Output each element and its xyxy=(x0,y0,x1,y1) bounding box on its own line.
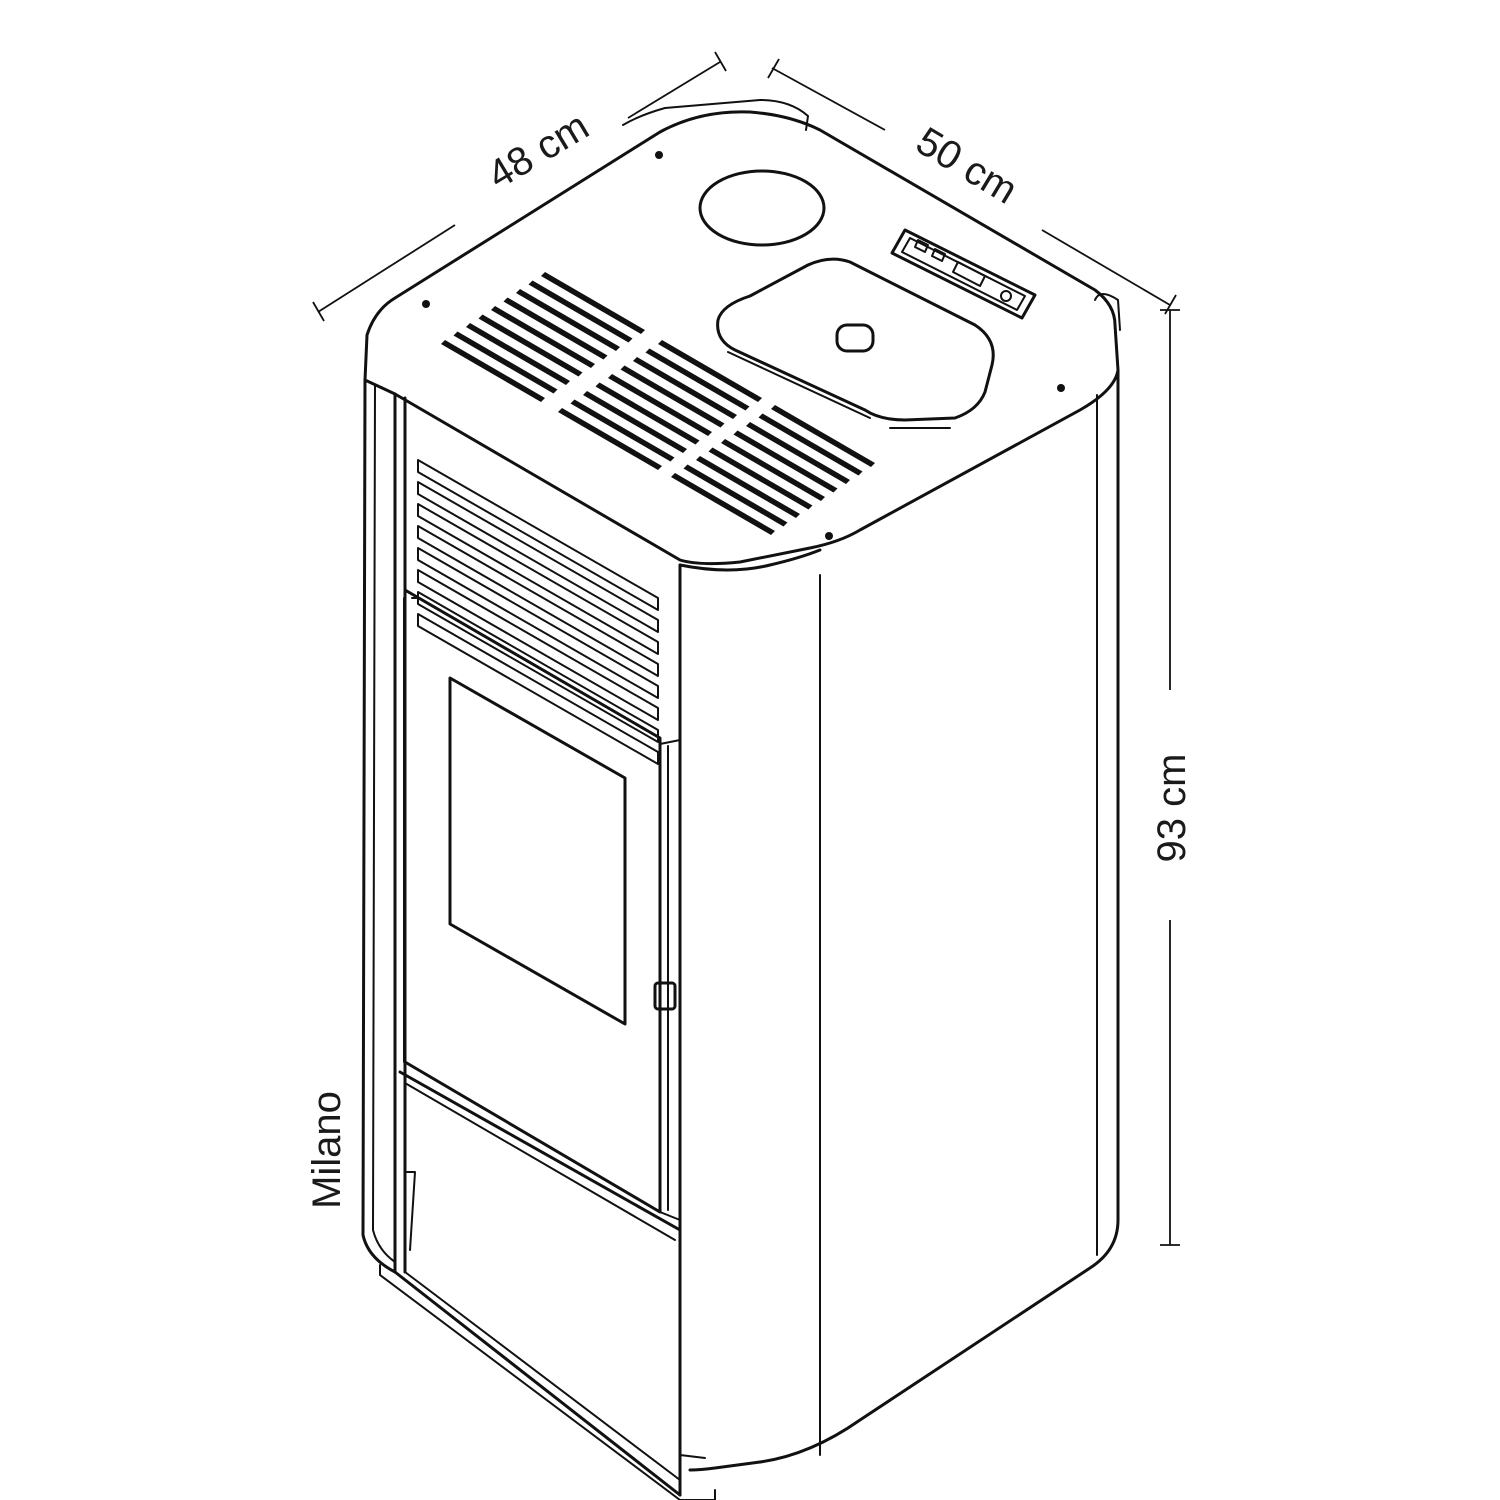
door-handle xyxy=(653,981,677,1011)
grille-slot xyxy=(541,272,645,334)
front-louvres xyxy=(417,459,659,765)
side-panel xyxy=(678,368,1120,1472)
louvre-slat xyxy=(417,613,659,765)
height-dimension xyxy=(1160,309,1180,1246)
grille-slot xyxy=(645,348,750,411)
width-dimension xyxy=(767,58,1177,315)
top-grille xyxy=(441,272,875,535)
louvre-slat xyxy=(417,459,659,611)
screw-icon xyxy=(1057,384,1065,392)
grille-slot xyxy=(570,399,675,462)
grille-slot xyxy=(620,365,725,428)
panel-display-icon xyxy=(952,261,986,287)
ash-drawer xyxy=(398,1070,682,1251)
model-name-label: Milano xyxy=(305,1091,349,1209)
grille-slot xyxy=(608,374,712,436)
grille-slot xyxy=(516,289,620,351)
hopper-handle xyxy=(835,323,875,353)
screw-icon xyxy=(825,532,833,540)
grille-slot xyxy=(683,464,788,527)
grille-slot xyxy=(453,331,558,394)
depth-dimension xyxy=(312,51,727,322)
louvre-slat xyxy=(417,591,659,743)
grille-slot xyxy=(478,314,583,377)
grille-slot xyxy=(503,297,608,360)
grille-slot xyxy=(595,382,700,445)
control-panel xyxy=(890,228,1037,320)
screw-icon xyxy=(655,151,663,159)
grille-slot xyxy=(708,447,813,510)
panel-button-icon xyxy=(931,248,946,262)
grille-slot xyxy=(733,430,838,493)
panel-knob-icon xyxy=(1000,290,1012,302)
grille-slot xyxy=(633,357,737,419)
grille-slot xyxy=(758,413,863,476)
height-label: 93 cm xyxy=(1150,754,1194,863)
louvre-slat xyxy=(417,481,659,633)
grille-slot xyxy=(583,391,687,453)
grille-slot xyxy=(441,340,545,402)
grille-slot xyxy=(528,280,633,343)
grille-slot xyxy=(721,439,825,501)
door xyxy=(403,588,681,1221)
grille-slot xyxy=(466,323,570,385)
pellet-hopper-lid xyxy=(716,257,995,429)
louvre-slat xyxy=(417,569,659,721)
flue-outlet xyxy=(698,169,826,247)
panel-button-icon xyxy=(914,239,929,253)
grille-slot xyxy=(771,405,875,467)
width-label: 50 cm xyxy=(909,119,1025,213)
screw-icon xyxy=(422,300,430,308)
front-panel xyxy=(361,378,716,1500)
grille-slot xyxy=(671,473,775,535)
door-window xyxy=(448,676,627,1026)
stove-top xyxy=(363,99,1121,566)
grille-slot xyxy=(491,306,595,368)
grille-slot xyxy=(696,456,800,518)
grille-slot xyxy=(558,408,662,470)
louvre-slat xyxy=(417,547,659,699)
grille-slot xyxy=(746,422,850,484)
louvre-slat xyxy=(417,525,659,677)
louvre-slat xyxy=(417,503,659,655)
grille-slot xyxy=(658,340,762,402)
